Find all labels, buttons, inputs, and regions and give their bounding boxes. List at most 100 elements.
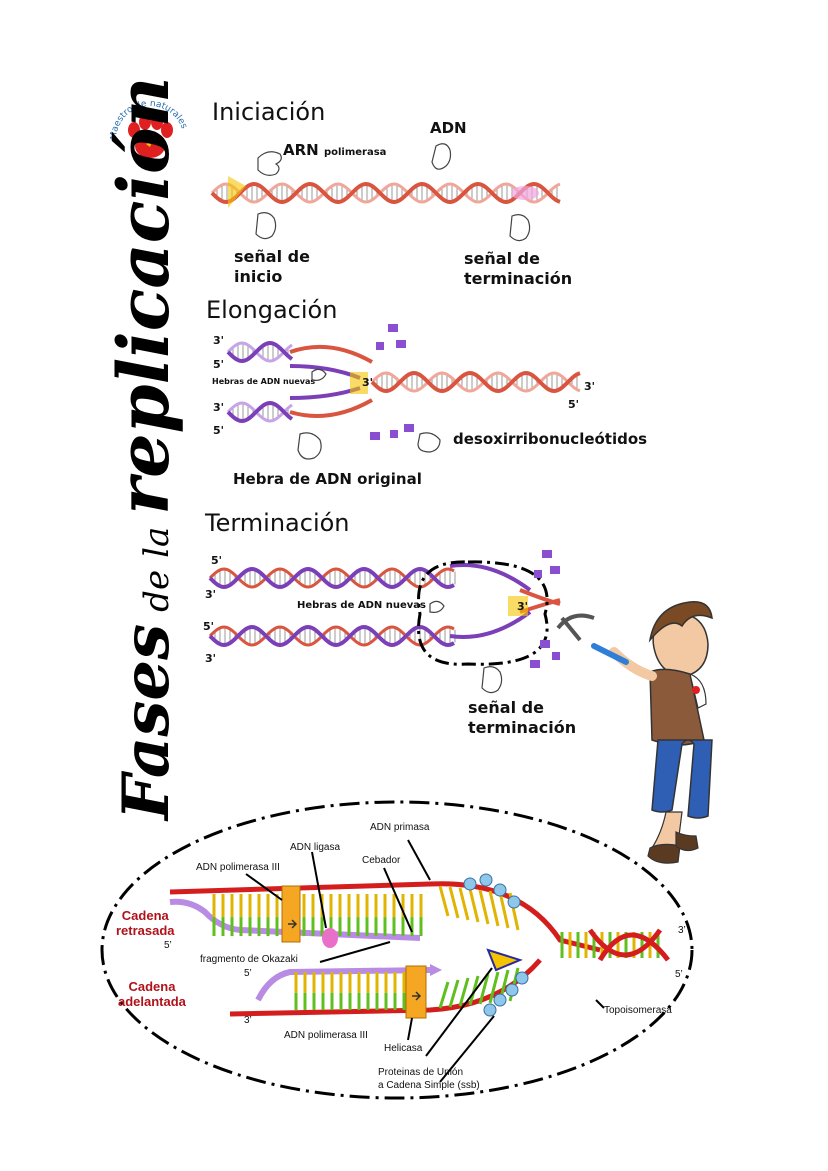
hand-pointers-elongacion: [297, 368, 441, 460]
adn-primasa-label: ADN primasa: [370, 822, 430, 833]
hand-icon: [509, 214, 531, 242]
replication-fork-detail: [169, 839, 670, 1083]
single-strand-base: [478, 889, 490, 925]
helicasa-label: Helicasa: [384, 1043, 423, 1054]
termination-highlight-ring: [417, 560, 549, 666]
nucleotide-icon: [530, 660, 540, 668]
hand-icon: [481, 666, 503, 694]
adn-ligasa-label: ADN ligasa: [290, 842, 341, 853]
nucleotide-icon: [396, 340, 406, 348]
fragmento-okazaki-label: fragmento de Okazaki: [200, 954, 298, 965]
adn-polimerasa-bottom-label: ADN polimerasa III: [284, 1030, 368, 1041]
elongacion-parent-helix: [370, 370, 581, 394]
elo-right-5-label: 5': [568, 398, 580, 411]
template-strand-bottom: [229, 958, 542, 1017]
adn-label: ADN: [430, 119, 467, 137]
helix-strand: [226, 400, 294, 424]
polymerase-block: [350, 372, 368, 394]
term-top-3-label: 3': [205, 588, 217, 601]
helix-strand: [226, 341, 293, 363]
topoisomerasa-label: Topoisomerasa: [604, 1005, 672, 1016]
elo-fork-3-label: 3': [362, 376, 374, 389]
nucleotide-icon: [550, 566, 560, 574]
single-strand-base: [458, 887, 470, 921]
leading-direction-arrow: [430, 964, 442, 976]
desoxirribonucleotidos-label: desoxirribonucleótidos: [453, 430, 648, 448]
replication-fork-detail-frame: [100, 800, 694, 1100]
nucleotide-icon: [404, 424, 414, 432]
single-strand-base: [458, 977, 470, 1007]
leading-new-strand: [255, 967, 431, 1002]
elongacion-top-daughter-helix: [226, 340, 294, 364]
single-strand-base: [488, 971, 500, 1004]
helix-strand: [226, 401, 293, 423]
hand-icon: [417, 432, 441, 453]
single-strand-base: [478, 973, 490, 1005]
five-prime-lagging: 5’: [164, 940, 172, 951]
elongacion-bottom-daughter-helix: [226, 400, 294, 424]
start-signal-marker: [228, 176, 246, 208]
term-bottom-3-label: 3': [205, 652, 217, 665]
nucleotide-icon: [390, 430, 398, 438]
dna-polymerase-iii-top: [281, 885, 301, 943]
leading-base-pairs: [294, 972, 424, 1010]
hand-pointers-iniciacion: [255, 143, 531, 242]
new-strand-bottom: [289, 386, 361, 400]
term-hebras-nuevas-label: Hebras de ADN nuevas: [297, 600, 426, 611]
elongacion-heading: Elongación: [206, 296, 338, 324]
hand-icon: [297, 432, 322, 460]
helix-strand: [208, 566, 455, 590]
ssb-proteins: [463, 873, 529, 1017]
nucleotide-icons-elongacion: [370, 324, 414, 440]
template-strand-top: [169, 881, 601, 953]
fork-single-strand-bases: [438, 885, 660, 1009]
terminacion-bottom-helix: [208, 624, 456, 648]
nucleotide-icon: [534, 570, 542, 578]
term-top-5-label: 5': [211, 554, 223, 567]
iniciacion-dna-helix: [210, 181, 561, 205]
single-strand-base: [448, 886, 460, 919]
arn-label: ARN polimerasa: [283, 141, 387, 159]
helix-strand: [370, 371, 581, 393]
hebra-original-label: Hebra de ADN original: [233, 470, 422, 488]
polymerase-block-terminacion: [508, 596, 528, 616]
paw-print-icon: [128, 114, 173, 169]
iniciacion-heading: Iniciación: [212, 98, 326, 126]
hand-pointers-terminacion: [429, 600, 503, 694]
nucleotide-icon: [552, 652, 560, 660]
term-fork-3-label: 3': [517, 600, 529, 613]
three-prime-leading: 3’: [244, 1015, 252, 1026]
helix-strand: [226, 340, 294, 364]
helix-strand: [208, 625, 455, 647]
single-strand-base: [488, 890, 500, 927]
hand-icon: [429, 600, 445, 613]
helicase: [486, 948, 523, 972]
paw-logo: Maestro de naturales: [110, 99, 188, 169]
single-strand-base: [438, 981, 450, 1009]
single-strand-base: [498, 891, 510, 929]
cebador-label: Cebador: [362, 855, 401, 866]
adn-polimerasa-top-label: ADN polimerasa III: [196, 862, 280, 873]
end-signal-marker: [511, 186, 539, 200]
helix-strand: [210, 182, 561, 204]
elo-hebras-nuevas-label: Hebras de ADN nuevas: [212, 377, 316, 386]
single-strand-base: [468, 888, 480, 923]
hand-icon: [257, 151, 282, 176]
nucleotide-icon: [370, 432, 380, 440]
helix-strand: [208, 567, 455, 589]
helix-strand: [208, 624, 455, 648]
three-prime-right: 3’: [678, 925, 686, 936]
callout-lines: [245, 839, 605, 1083]
single-strand-base: [438, 885, 450, 917]
single-strand-base: [448, 979, 460, 1008]
downstream-helix: [587, 928, 670, 962]
nucleotide-icon: [388, 324, 398, 332]
nucleotide-icons-terminacion: [530, 550, 560, 668]
five-prime-leading: 5’: [244, 968, 252, 979]
